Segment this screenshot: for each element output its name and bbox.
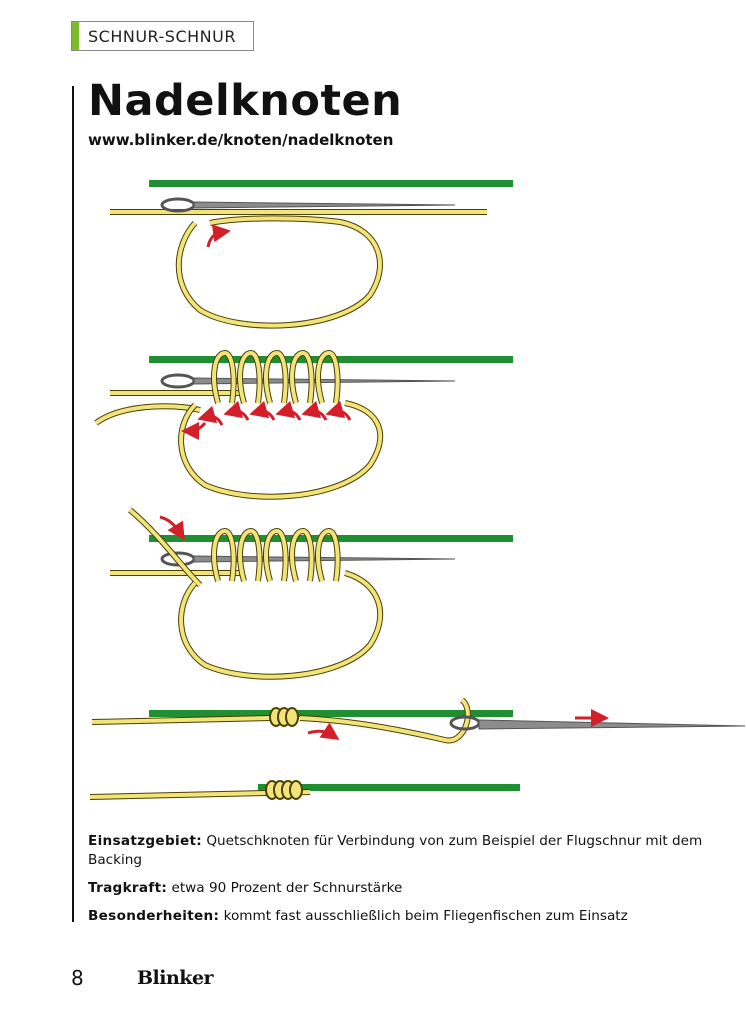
article-url[interactable]: www.blinker.de/knoten/nadelknoten [88, 131, 394, 149]
step-5-diagram [89, 780, 520, 800]
leader-line [91, 716, 271, 724]
arrow [206, 224, 231, 248]
leader-loop [179, 401, 383, 499]
finished-knot [265, 780, 303, 800]
einsatz-text: Quetschknoten für Verbindung von zum Bei… [88, 833, 703, 868]
info-besonderheiten: Besonderheiten: kommt fast ausschließlic… [88, 907, 708, 926]
einsatz-label: Einsatzgebiet: [88, 833, 202, 849]
page-number: 8 [71, 966, 84, 990]
needle-eye [160, 373, 196, 389]
step-2-diagram [94, 349, 513, 500]
knot-wraps [269, 707, 299, 727]
leader-loop [176, 216, 382, 328]
fly-line [149, 180, 513, 187]
needle [193, 201, 456, 209]
tragkraft-label: Tragkraft: [88, 880, 168, 896]
arrow-pull [307, 722, 340, 740]
step-1-diagram [110, 180, 513, 329]
fly-line [149, 535, 513, 542]
step-4-diagram [91, 697, 746, 744]
fly-line [149, 710, 513, 717]
step-3-diagram [110, 507, 513, 680]
fly-line [258, 784, 520, 791]
leader-tag-end [128, 508, 202, 587]
info-tragkraft: Tragkraft: etwa 90 Prozent der Schnurstä… [88, 879, 708, 898]
page-title: Nadelknoten [88, 76, 403, 126]
arrow [159, 515, 185, 541]
side-rule [72, 86, 74, 922]
besonder-label: Besonderheiten: [88, 908, 220, 924]
arrows [181, 400, 352, 440]
fly-line [149, 356, 513, 363]
besonder-text: kommt fast ausschließlich beim Fliegenfi… [223, 908, 628, 924]
section-label: SCHNUR-SCHNUR [88, 26, 236, 46]
needle [478, 719, 746, 730]
brand-logo: Blinker [137, 967, 214, 989]
section-accent-bar [72, 22, 79, 50]
info-einsatzgebiet: Einsatzgebiet: Quetschknoten für Verbind… [88, 832, 708, 870]
tragkraft-text: etwa 90 Prozent der Schnurstärke [171, 880, 403, 896]
leader-loop [179, 571, 383, 679]
section-tag: SCHNUR-SCHNUR [71, 21, 254, 51]
knot-illustration [89, 180, 746, 800]
